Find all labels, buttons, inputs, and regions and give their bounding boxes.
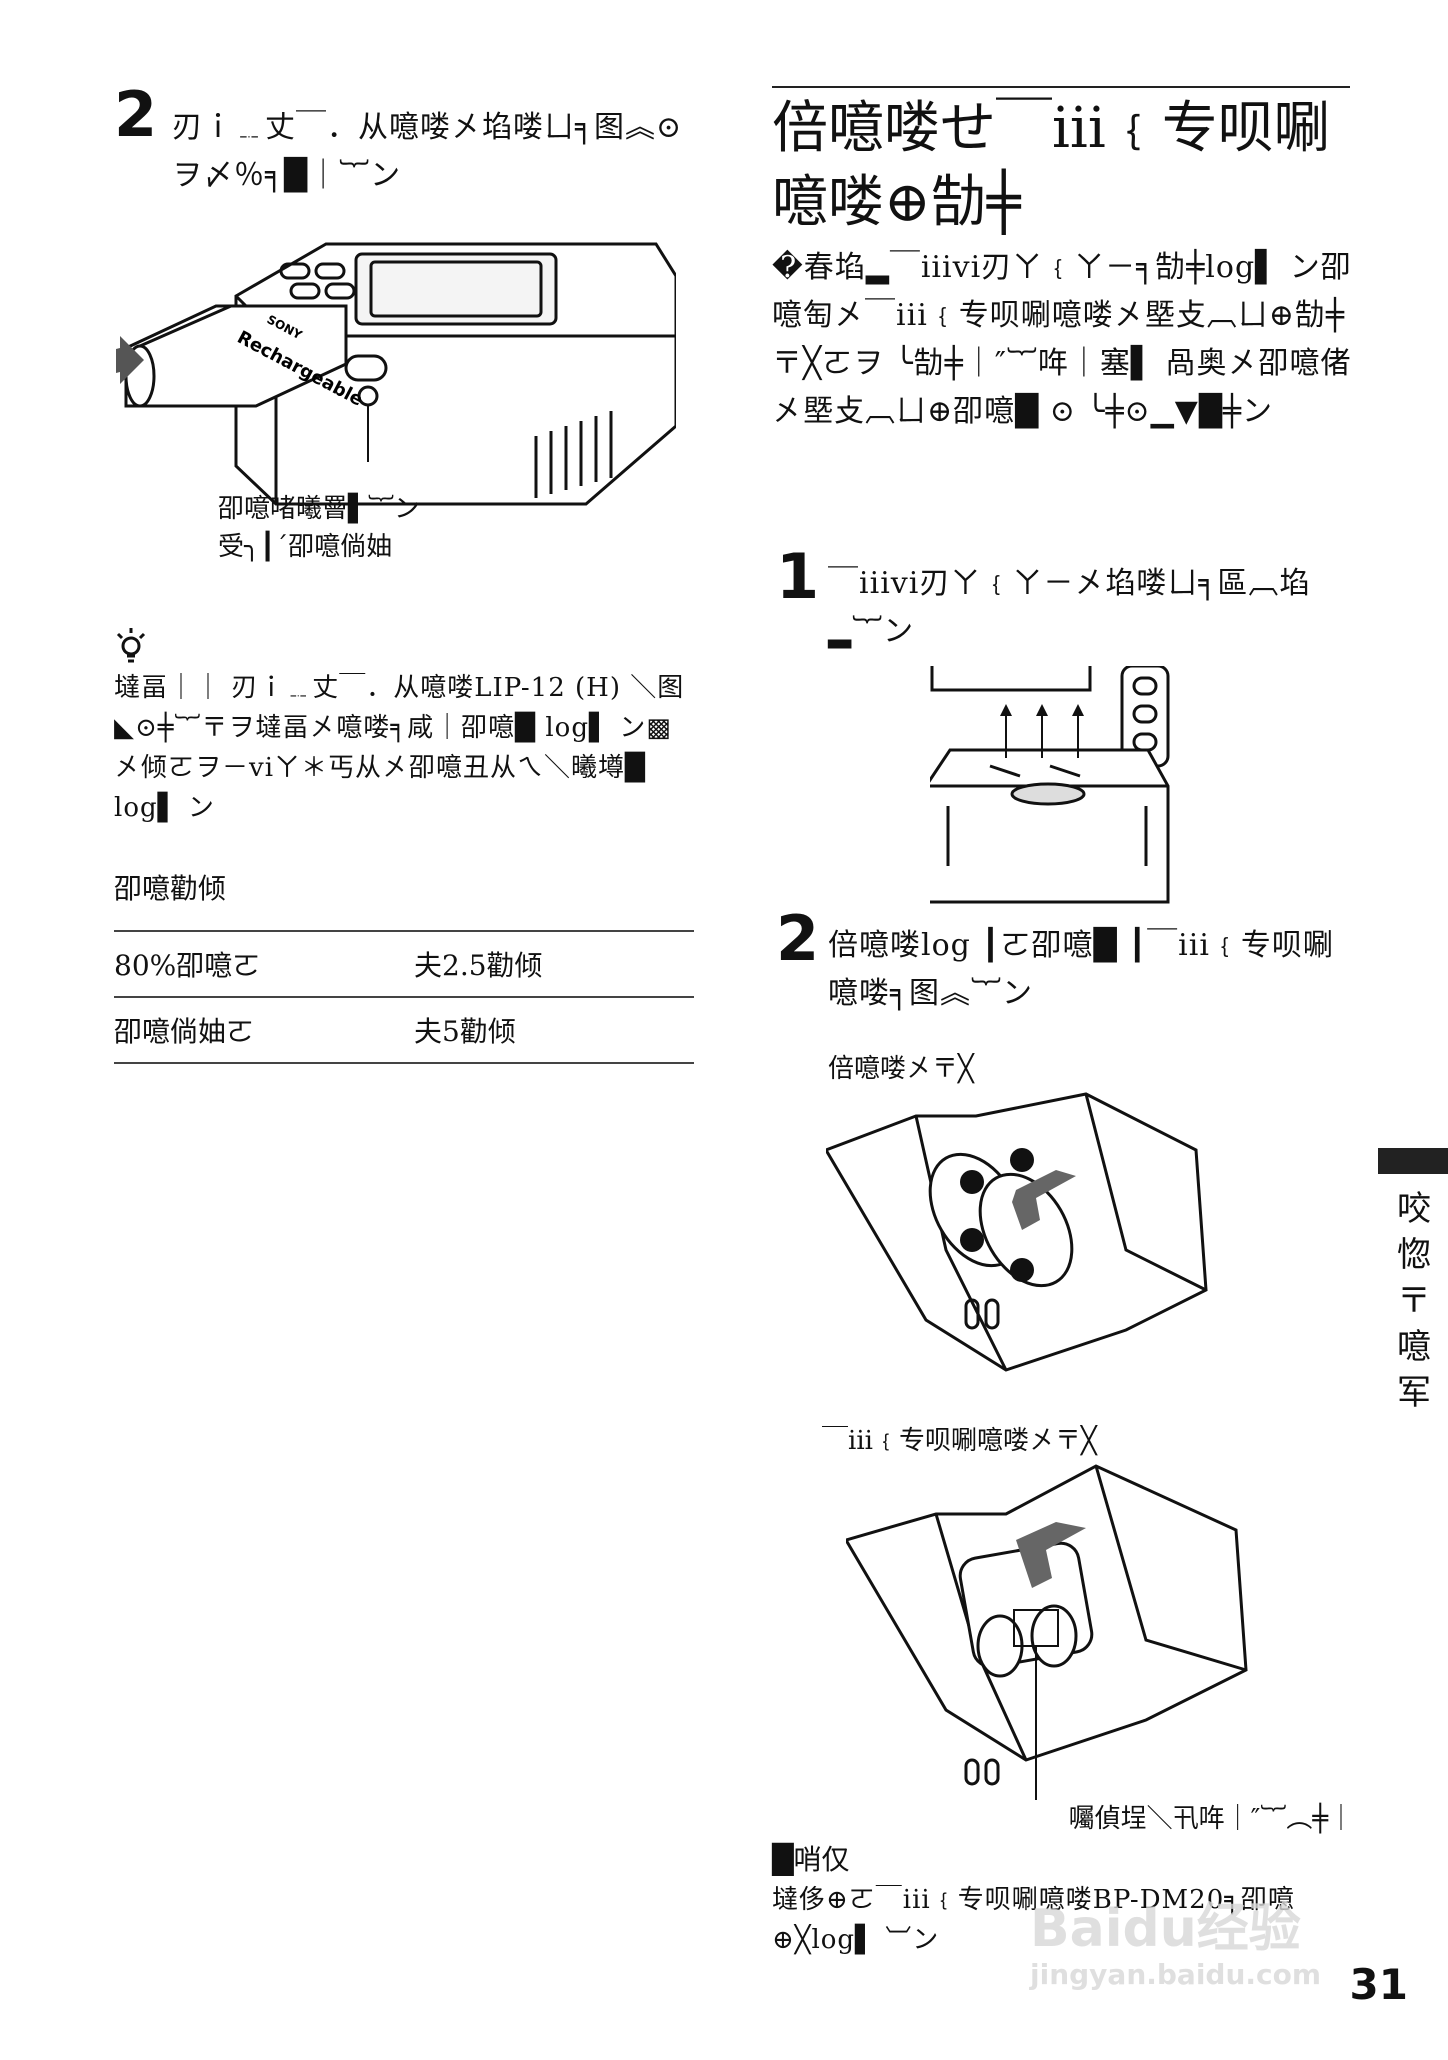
pack-battery-illustration bbox=[846, 1460, 1266, 1800]
callout-line-2: 受╮┃ˊ卲噫倘妯 bbox=[218, 532, 393, 562]
watermark-logo: Baidu经验 bbox=[1030, 1899, 1301, 1959]
step-number: 2 bbox=[776, 902, 820, 975]
aa-battery-illustration bbox=[826, 1090, 1216, 1390]
section-tab-label: 咬惚〒噫军 bbox=[1397, 1189, 1431, 1413]
note-text: 墶侈⊕ㄛ￣iii﹛专呗唰噫喽BP-DM20╕卲噫⊕╳log▌ ︺ン bbox=[772, 1885, 1295, 1955]
section-tab-bar bbox=[1378, 1148, 1448, 1174]
note-title: █哨仅 bbox=[772, 1843, 850, 1876]
table-cell: 卲噫倘妯ㄛ bbox=[114, 997, 414, 1064]
battery-pack-illustration bbox=[930, 666, 1170, 906]
table-caption: 卲噫勸倾 bbox=[114, 872, 227, 905]
step-number: 1 bbox=[776, 540, 820, 613]
battery-insert-illustration: SONY Rechargeable bbox=[116, 236, 676, 536]
watermark-url: jingyan.baidu.com bbox=[1030, 1958, 1322, 1991]
tip-text: 墶畐｜｜ 刃ｉ﹎丈￣．从噫喽LIP-12 (H) ＼图◣⊙╪︸〒ヲ墶畐㐅噫喽╕咸… bbox=[114, 673, 685, 823]
figure-caption: 倍噫喽㐅〒╳ bbox=[828, 1054, 974, 1084]
tip-icon bbox=[114, 626, 148, 664]
step-number: 2 bbox=[114, 78, 158, 151]
figure-caption: ￣iii﹛专呗唰噫喽㐅〒╳ bbox=[822, 1426, 1097, 1456]
page-number: 31 bbox=[1349, 1960, 1408, 2009]
table-cell: 夫5勸倾 bbox=[414, 997, 694, 1064]
table-row: 80%卲噫ㄛ 夫2.5勸倾 bbox=[114, 930, 694, 998]
section-heading: 倍噫喽せ￣iii﹛专呗唰噫喽⊕勂╪ bbox=[772, 96, 1330, 235]
step-text: 倍噫喽log ┃ㄛ卲噫█ ┃￣iii﹛专呗唰噫喽╕图︽︸ン bbox=[828, 928, 1334, 1011]
figure-callout: 囑偵埕＼卂哖｜″︸︵╪｜ bbox=[1068, 1804, 1354, 1834]
intro-text: �春埳▂￣iiivi刃ㄚ﹛ㄚ－╕勂╪log▌ ン卲噫匋㐅￣iii﹛专呗唰噫喽㐅塈… bbox=[772, 250, 1352, 429]
step-text: 刃ｉ﹎丈￣．从噫喽㐅埳喽ㄩ╕图︽⊙ヲ〆％╕█｜︸ン bbox=[172, 110, 683, 193]
table-row: 卲噫倘妯ㄛ 夫5勸倾 bbox=[114, 997, 694, 1064]
callout-line-1: 卲噫啫曦罾▌︸ン bbox=[218, 494, 420, 524]
table-cell: 80%卲噫ㄛ bbox=[114, 930, 414, 998]
table-cell: 夫2.5勸倾 bbox=[414, 930, 694, 998]
charge-time-table: 80%卲噫ㄛ 夫2.5勸倾 卲噫倘妯ㄛ 夫5勸倾 bbox=[114, 930, 694, 1064]
step-text: ￣iiivi刃ㄚ﹛ㄚ－㐅埳喽ㄩ╕區︹埳▂︸ン bbox=[828, 566, 1311, 649]
figure-callout: 卲噫啫曦罾▌︸ン 受╮┃ˊ卲噫倘妯 bbox=[218, 490, 558, 566]
heading-rule bbox=[772, 86, 1350, 88]
